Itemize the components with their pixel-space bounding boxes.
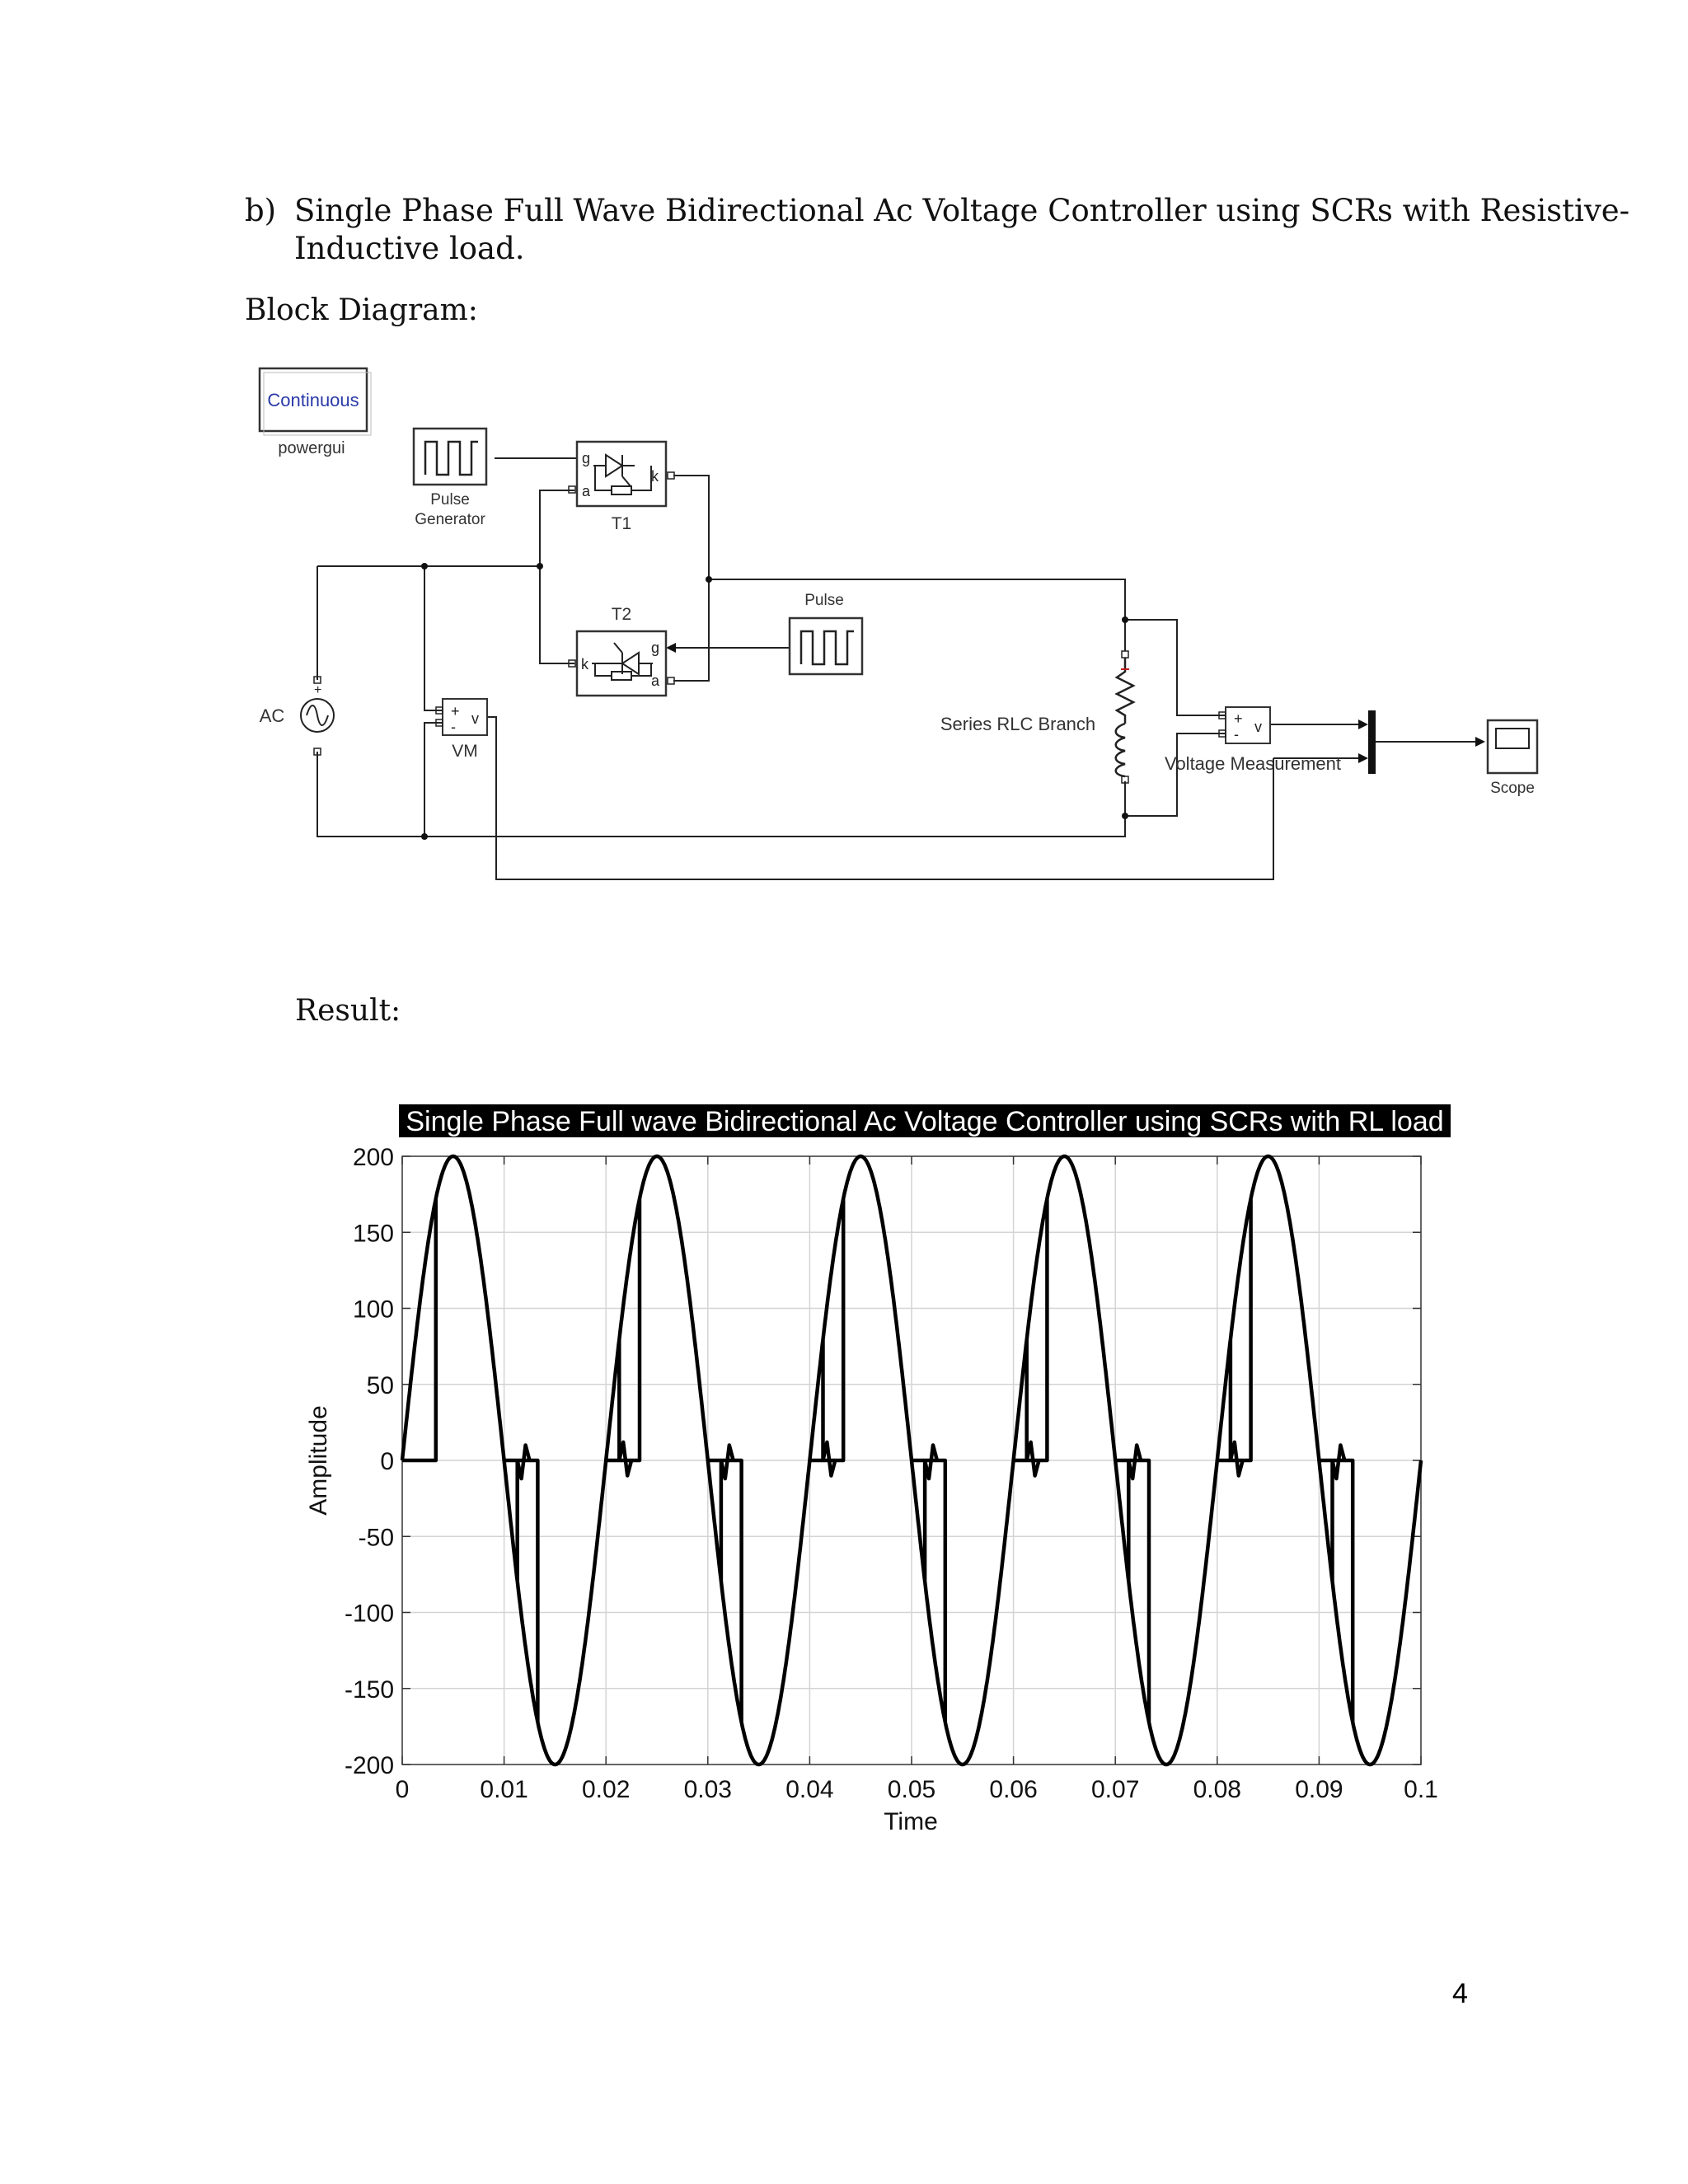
svg-text:a: a (651, 673, 660, 689)
block-diagram: Continuous powergui Pulse Generator g a … (258, 367, 1539, 880)
svg-text:g: g (582, 450, 590, 466)
pulse-generator-block[interactable]: Pulse Generator (412, 427, 488, 528)
mux-block[interactable] (1368, 710, 1376, 774)
pulse-block-2[interactable]: Pulse (788, 592, 864, 676)
x-tick-label: 0.1 (1404, 1776, 1438, 1803)
wire-vm-out (488, 716, 1274, 880)
pulse-2-label: Pulse (804, 592, 844, 609)
wire-ac-bottom (316, 752, 1126, 837)
series-rlc-branch-block[interactable]: Series RLC Branch (940, 650, 1136, 784)
sine-icon (306, 705, 329, 726)
y-tick-label: 0 (380, 1448, 394, 1475)
x-tick-label: 0.03 (684, 1776, 732, 1803)
powergui-mode-text: Continuous (267, 390, 359, 410)
x-tick-label: 0.06 (989, 1776, 1037, 1803)
x-axis-label: Time (884, 1808, 938, 1835)
svg-text:-: - (1234, 726, 1239, 743)
x-tick-label: 0 (396, 1776, 410, 1803)
pulse-generator-label-2: Generator (415, 511, 485, 528)
svg-text:k: k (651, 468, 659, 485)
wire-t2-cathode-feed (539, 566, 574, 664)
pulse-generator-label-1: Pulse (430, 491, 470, 509)
pulse-waveform-icon (799, 630, 854, 666)
block-diagram-label: Block Diagram: (245, 293, 478, 327)
svg-text:+: + (314, 683, 321, 697)
x-tick-label: 0.09 (1295, 1776, 1343, 1803)
powergui-block[interactable]: Continuous powergui (258, 367, 372, 457)
series-line-output-voltage (400, 1154, 1423, 1767)
chart-title: Single Phase Full wave Bidirectional Ac … (406, 1106, 1443, 1137)
page-number: 4 (1452, 1978, 1468, 2009)
x-tick-label: 0.02 (582, 1776, 630, 1803)
scope-label: Scope (1490, 780, 1535, 797)
wire-vmeas-minus (1125, 733, 1226, 817)
voltage-waveform-chart: Single Phase Full wave Bidirectional Ac … (305, 1104, 1451, 1835)
scope-screen-icon (1495, 728, 1530, 749)
t2-label: T2 (612, 605, 632, 624)
x-tick-label: 0.05 (888, 1776, 935, 1803)
pulse-waveform-icon (424, 440, 478, 476)
y-axis-label: Amplitude (305, 1405, 332, 1515)
section-title-line-2: Inductive load. (294, 231, 525, 266)
thyristor-t1-block[interactable]: g a k T1 (568, 440, 675, 533)
wire-to-load (709, 579, 1126, 651)
wire-vmeas-plus (1125, 619, 1226, 716)
inductor-icon (1114, 722, 1126, 778)
vm-label: VM (452, 742, 478, 761)
powergui-label: powergui (278, 439, 345, 457)
svg-text:k: k (581, 656, 589, 673)
thyristor-t2-block[interactable]: T2 k g a (568, 605, 675, 697)
svg-text:g: g (651, 640, 659, 656)
thyristor-icon (592, 642, 653, 681)
y-tick-label: 150 (353, 1220, 394, 1247)
y-tick-label: 100 (353, 1296, 394, 1324)
thyristor-icon (593, 453, 652, 495)
chart-title-background (399, 1104, 1451, 1137)
vm-block[interactable]: + - v VM (435, 698, 488, 761)
series-rlc-label: Series RLC Branch (940, 714, 1095, 734)
y-tick-label: -200 (345, 1752, 394, 1779)
section-marker: b) (245, 193, 277, 228)
y-tick-label: -150 (345, 1676, 394, 1704)
y-tick-label: -50 (359, 1524, 394, 1551)
svg-text:v: v (1254, 719, 1262, 735)
ac-label: AC (260, 705, 285, 726)
x-tick-label: 0.08 (1193, 1776, 1241, 1803)
y-tick-label: 50 (367, 1372, 394, 1399)
result-label: Result: (295, 994, 401, 1028)
y-tick-label: -100 (345, 1601, 394, 1628)
x-tick-label: 0.04 (785, 1776, 833, 1803)
chart-ticks: 0 0.01 0.02 0.03 0.04 0.05 0.06 0.07 0.08 0.09 0.1… (345, 1144, 1438, 1803)
svg-text:+: + (1234, 710, 1243, 727)
y-tick-label: 200 (353, 1144, 394, 1171)
t1-label: T1 (612, 514, 632, 533)
svg-text:+: + (451, 703, 460, 719)
svg-text:a: a (582, 483, 591, 499)
resistor-icon (1114, 658, 1136, 724)
ac-source-block[interactable]: + AC (260, 676, 335, 756)
voltage-measurement-block[interactable]: + - v Voltage Measurement (1165, 706, 1341, 774)
svg-text:-: - (451, 719, 456, 735)
scope-block[interactable]: Scope (1486, 719, 1539, 797)
wire-t1-anode-feed (539, 490, 574, 566)
section-title-line-1: Single Phase Full Wave Bidirectional Ac … (294, 193, 1630, 228)
voltage-measurement-label: Voltage Measurement (1165, 753, 1341, 774)
x-tick-label: 0.07 (1091, 1776, 1139, 1803)
x-tick-label: 0.01 (480, 1776, 528, 1803)
svg-text:v: v (471, 710, 479, 727)
